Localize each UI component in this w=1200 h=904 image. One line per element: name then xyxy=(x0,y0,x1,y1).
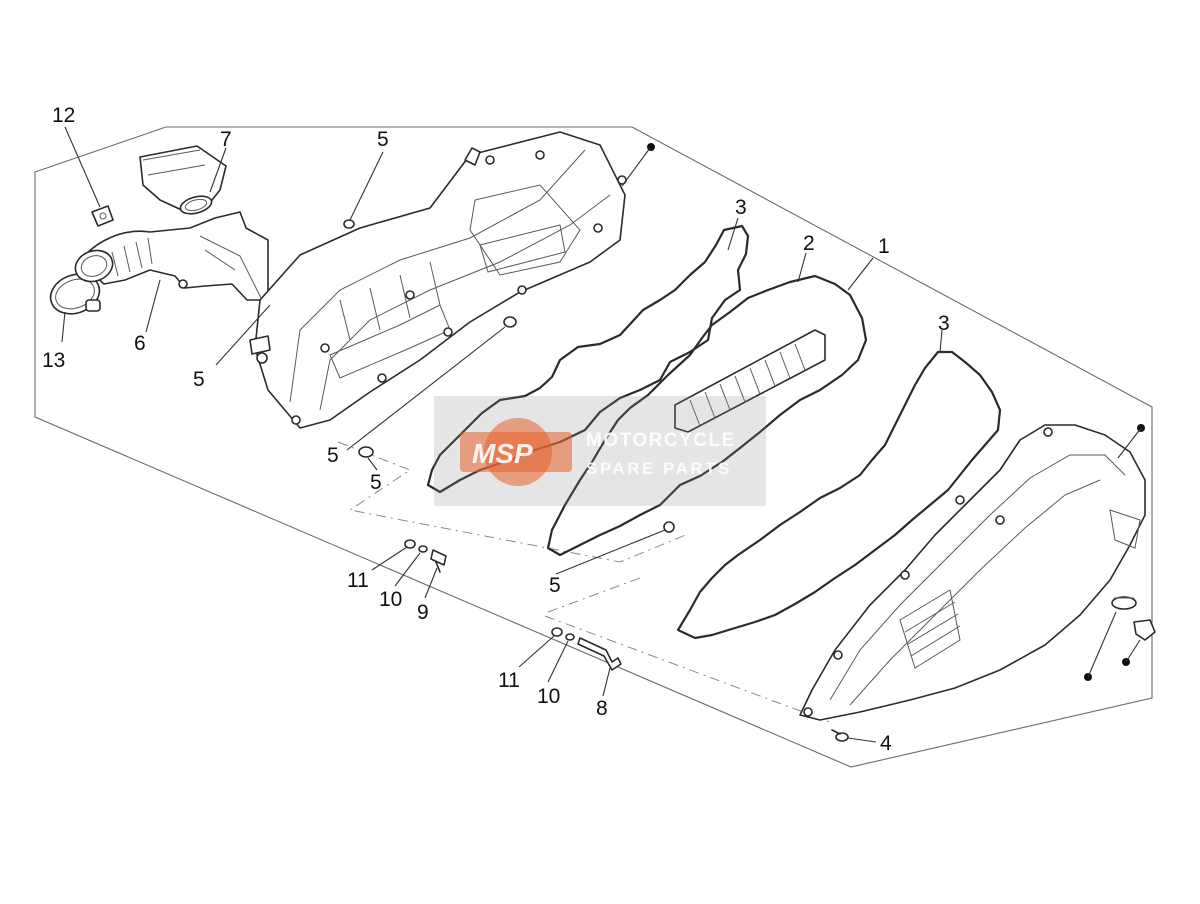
air-box-cover xyxy=(799,424,1146,721)
watermark: MSP MOTORCYCLE SPARE PARTS xyxy=(434,396,766,506)
callout-11-upper: 11 xyxy=(347,569,369,592)
callout-6: 6 xyxy=(134,332,146,355)
callout-5-lower: 5 xyxy=(370,471,382,494)
callout-3-right: 3 xyxy=(938,312,950,335)
callout-3-left: 3 xyxy=(735,196,747,219)
gasket-3-right xyxy=(676,350,1002,640)
intake-cap-7 xyxy=(139,145,227,215)
hose-clamp-13 xyxy=(49,273,101,315)
watermark-line1: MOTORCYCLE xyxy=(586,430,736,451)
callout-5-left: 5 xyxy=(193,368,205,391)
clip-nut-12 xyxy=(91,205,114,227)
alignment-lines xyxy=(337,441,831,723)
callout-7: 7 xyxy=(220,128,232,151)
screw-4 xyxy=(831,729,849,742)
leader-lines xyxy=(61,126,1142,743)
callout-13: 13 xyxy=(42,349,65,372)
callout-labels: 12 7 5 3 2 1 3 13 6 5 5 5 5 11 10 9 11 1… xyxy=(42,104,950,755)
callout-9: 9 xyxy=(417,601,429,624)
drain-plug-parts xyxy=(1111,596,1156,641)
fastener-set-upper xyxy=(404,539,447,573)
callout-12: 12 xyxy=(52,104,75,127)
grommets-5 xyxy=(343,219,675,533)
intake-duct-6 xyxy=(74,211,269,301)
callout-2: 2 xyxy=(803,232,815,255)
callout-5-filter: 5 xyxy=(549,574,561,597)
air-box-inner-half xyxy=(249,131,627,429)
callout-8: 8 xyxy=(596,697,608,720)
gasket-3-left xyxy=(426,224,750,494)
callout-1: 1 xyxy=(878,235,890,258)
air-filter-2 xyxy=(546,274,868,557)
watermark-logo-text: MSP xyxy=(472,438,533,469)
callout-5-mid: 5 xyxy=(327,444,339,467)
fastener-set-lower xyxy=(551,627,622,671)
callout-10-lower: 10 xyxy=(537,685,560,708)
callout-5-top: 5 xyxy=(377,128,389,151)
callout-4: 4 xyxy=(880,732,892,755)
callout-10-upper: 10 xyxy=(379,588,402,611)
assembly-frame xyxy=(34,126,1153,768)
callout-11-lower: 11 xyxy=(498,669,520,692)
watermark-line2: SPARE PARTS xyxy=(586,459,732,478)
